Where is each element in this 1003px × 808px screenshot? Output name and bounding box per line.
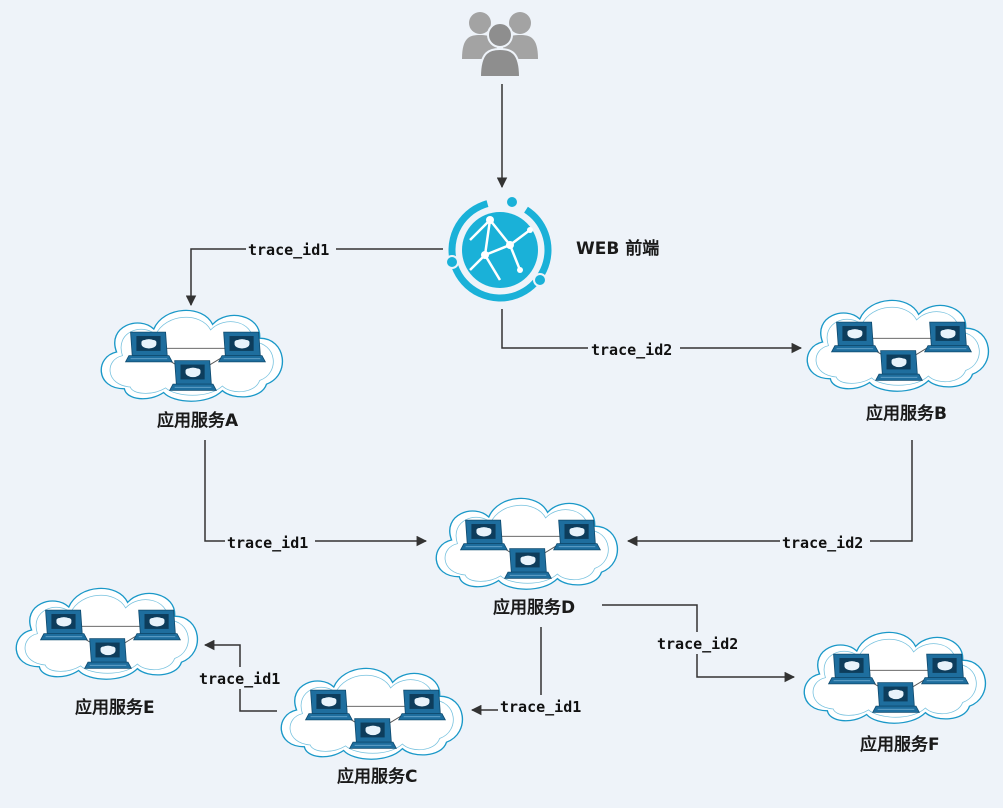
service-b-cloud (807, 300, 988, 391)
edge-web-to-b (501, 309, 803, 354)
edge-web-to-a (185, 248, 443, 307)
edge-b-to-d-label: trace_id2 (782, 534, 863, 552)
web-globe-icon (445, 195, 552, 302)
service-e-cloud (16, 588, 197, 679)
service-b-label: 应用服务B (866, 403, 947, 424)
edge-a-to-d (204, 440, 428, 547)
service-f-cloud (804, 632, 985, 723)
edge-web-to-a-label: trace_id1 (248, 241, 329, 259)
service-a-cloud (101, 310, 282, 401)
service-d-cloud (436, 498, 617, 589)
edge-c-to-e-label: trace_id1 (199, 670, 280, 688)
users-icon (462, 12, 538, 78)
service-f-label: 应用服务F (860, 734, 940, 755)
service-a-label: 应用服务A (157, 410, 239, 431)
service-e-label: 应用服务E (75, 697, 155, 718)
service-c-label: 应用服务C (337, 766, 417, 787)
web-label: WEB 前端 (576, 238, 659, 259)
edge-b-to-d (626, 440, 913, 547)
edge-a-to-d-label: trace_id1 (227, 534, 308, 552)
edge-d-to-c-label: trace_id1 (500, 698, 581, 716)
service-d-label: 应用服务D (493, 597, 575, 618)
edge-web-to-b-label: trace_id2 (591, 341, 672, 359)
edge-d-to-f-label: trace_id2 (657, 635, 738, 653)
service-c-cloud (281, 668, 462, 759)
